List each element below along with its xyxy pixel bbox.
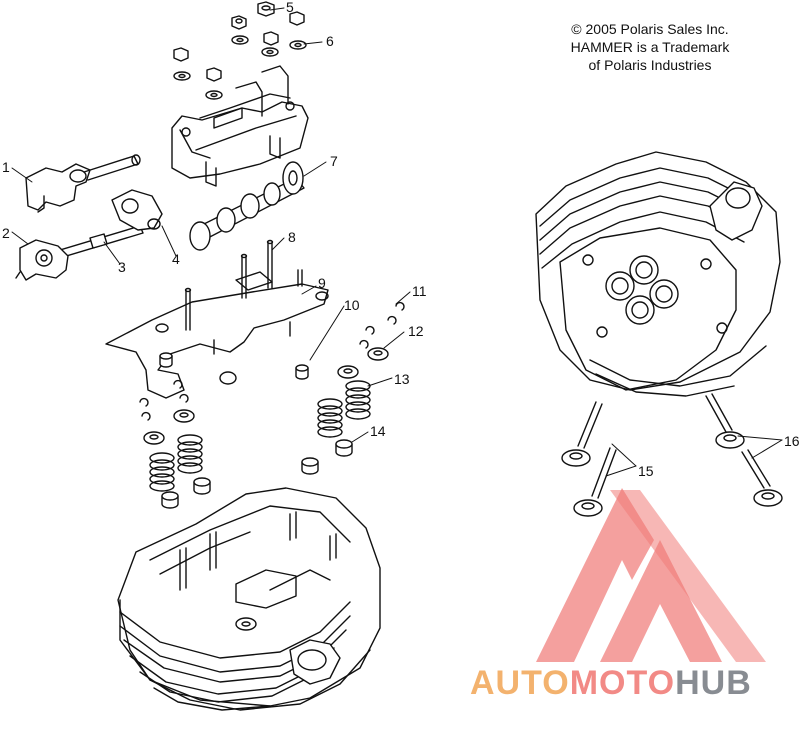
- callout-6: 6: [326, 33, 334, 49]
- callout-9: 9: [318, 275, 326, 291]
- intake-valve-15: [561, 401, 617, 517]
- copyright-line-1: © 2005 Polaris Sales Inc.: [571, 21, 729, 37]
- automotohub-watermark: AUTOMOTOHUB: [470, 664, 752, 703]
- callout-4: 4: [172, 251, 180, 267]
- callout-11: 11: [412, 283, 427, 299]
- callout-1: 1: [2, 159, 10, 175]
- watermark-auto: AUTO: [470, 664, 570, 702]
- callout-3: 3: [118, 259, 126, 275]
- cylinder-head-top: [117, 487, 381, 711]
- leader-lines: [11, 7, 783, 477]
- spring-retainer-12: [143, 347, 389, 445]
- rocker-arm-2: [15, 239, 69, 281]
- automotohub-logo-icon: [536, 488, 766, 662]
- exhaust-valve-16: [705, 393, 783, 507]
- callout-labels: 1 2 3 4 5 6 7 8 9 10 11 12 13 14 15 16: [2, 0, 800, 479]
- callout-2: 2: [2, 225, 10, 241]
- cam-holder-cap: [171, 65, 309, 187]
- valve-keeper-11: [139, 301, 405, 421]
- callout-15: 15: [638, 463, 654, 479]
- callout-10: 10: [344, 297, 360, 313]
- copyright-notice: © 2005 Polaris Sales Inc. HAMMER is a Tr…: [520, 20, 780, 74]
- callout-16: 16: [784, 433, 800, 449]
- nut-5-group: [173, 1, 305, 82]
- callout-14: 14: [370, 423, 386, 439]
- dowel-pin-10: [159, 352, 309, 380]
- callout-7: 7: [330, 153, 338, 169]
- valve-stem-seal-14: [161, 439, 353, 509]
- rocker-arm-1: [25, 154, 141, 213]
- rocker-arm-4: [111, 189, 163, 231]
- cylinder-head-bottom: [535, 151, 781, 397]
- copyright-line-3: of Polaris Industries: [588, 57, 712, 73]
- callout-5: 5: [286, 0, 294, 15]
- washer-6-group: [173, 35, 307, 100]
- callout-13: 13: [394, 371, 410, 387]
- camshaft-7: [189, 161, 305, 251]
- watermark-moto: MOTO: [569, 664, 676, 702]
- watermark-hub: HUB: [675, 664, 752, 702]
- copyright-line-2: HAMMER is a Trademark: [570, 39, 730, 55]
- callout-12: 12: [408, 323, 424, 339]
- valve-spring-13: [149, 380, 371, 492]
- callout-8: 8: [288, 229, 296, 245]
- rocker-holder-9: [105, 239, 329, 399]
